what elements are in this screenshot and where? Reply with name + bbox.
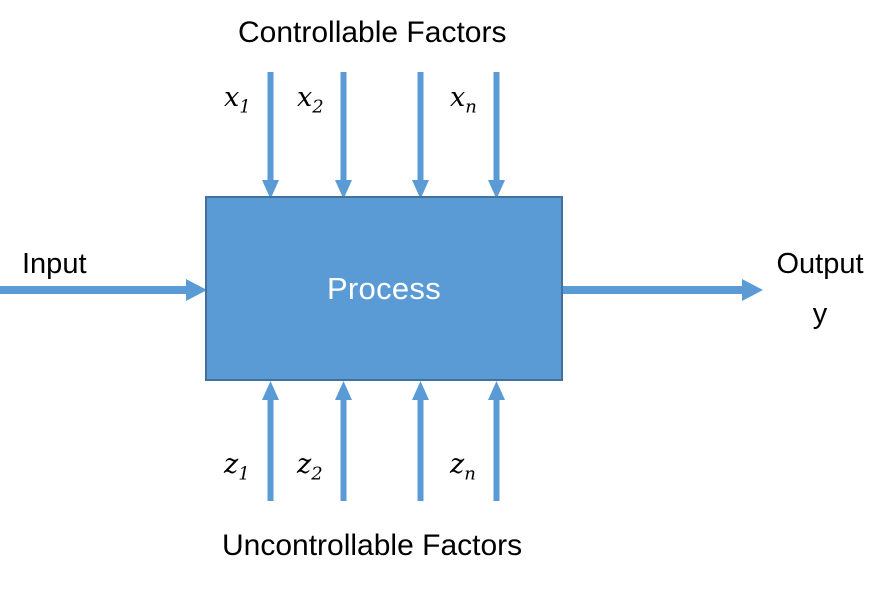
- controllable-arrow-4: [488, 72, 505, 199]
- uncontrollable-factors-title: Uncontrollable Factors: [222, 529, 523, 562]
- factor-label-z1-base: z: [224, 449, 239, 480]
- factor-label-x2-base: x: [297, 82, 313, 113]
- factor-label-x1-sub: 1: [239, 96, 251, 118]
- factor-label-z2-base: z: [297, 449, 312, 480]
- factor-label-zn-base: z: [450, 449, 465, 480]
- output-arrow: [563, 279, 763, 301]
- controllable-factors-title: Controllable Factors: [238, 16, 507, 49]
- uncontrollable-arrow-4: [488, 381, 505, 501]
- uncontrollable-arrow-2: [335, 381, 352, 501]
- factor-label-x1: x1: [224, 84, 251, 116]
- factor-label-zn: zn: [450, 451, 476, 483]
- factor-label-xn-base: x: [450, 82, 466, 113]
- factor-label-x2-sub: 2: [312, 96, 324, 118]
- input-label: Input: [22, 248, 87, 280]
- output-label: Output: [776, 248, 864, 280]
- controllable-arrow-2: [335, 72, 352, 199]
- controllable-arrow-1: [262, 72, 279, 199]
- factor-label-z2: z2: [297, 451, 323, 483]
- input-arrow: [0, 279, 207, 301]
- process-box[interactable]: Process: [205, 196, 563, 381]
- factor-label-x2: x2: [297, 84, 324, 116]
- factor-label-z1-sub: 1: [238, 463, 250, 485]
- factor-label-zn-sub: n: [464, 463, 476, 485]
- output-variable-label: y: [812, 298, 828, 330]
- uncontrollable-arrow-1: [262, 381, 279, 501]
- factor-label-xn: xn: [450, 84, 477, 116]
- controllable-arrow-3: [412, 72, 429, 199]
- factor-label-z2-sub: 2: [311, 463, 323, 485]
- factor-label-xn-sub: n: [465, 96, 477, 118]
- factor-label-x1-base: x: [224, 82, 240, 113]
- process-label: Process: [326, 270, 442, 306]
- uncontrollable-arrow-3: [412, 381, 429, 501]
- factor-label-z1: z1: [224, 451, 250, 483]
